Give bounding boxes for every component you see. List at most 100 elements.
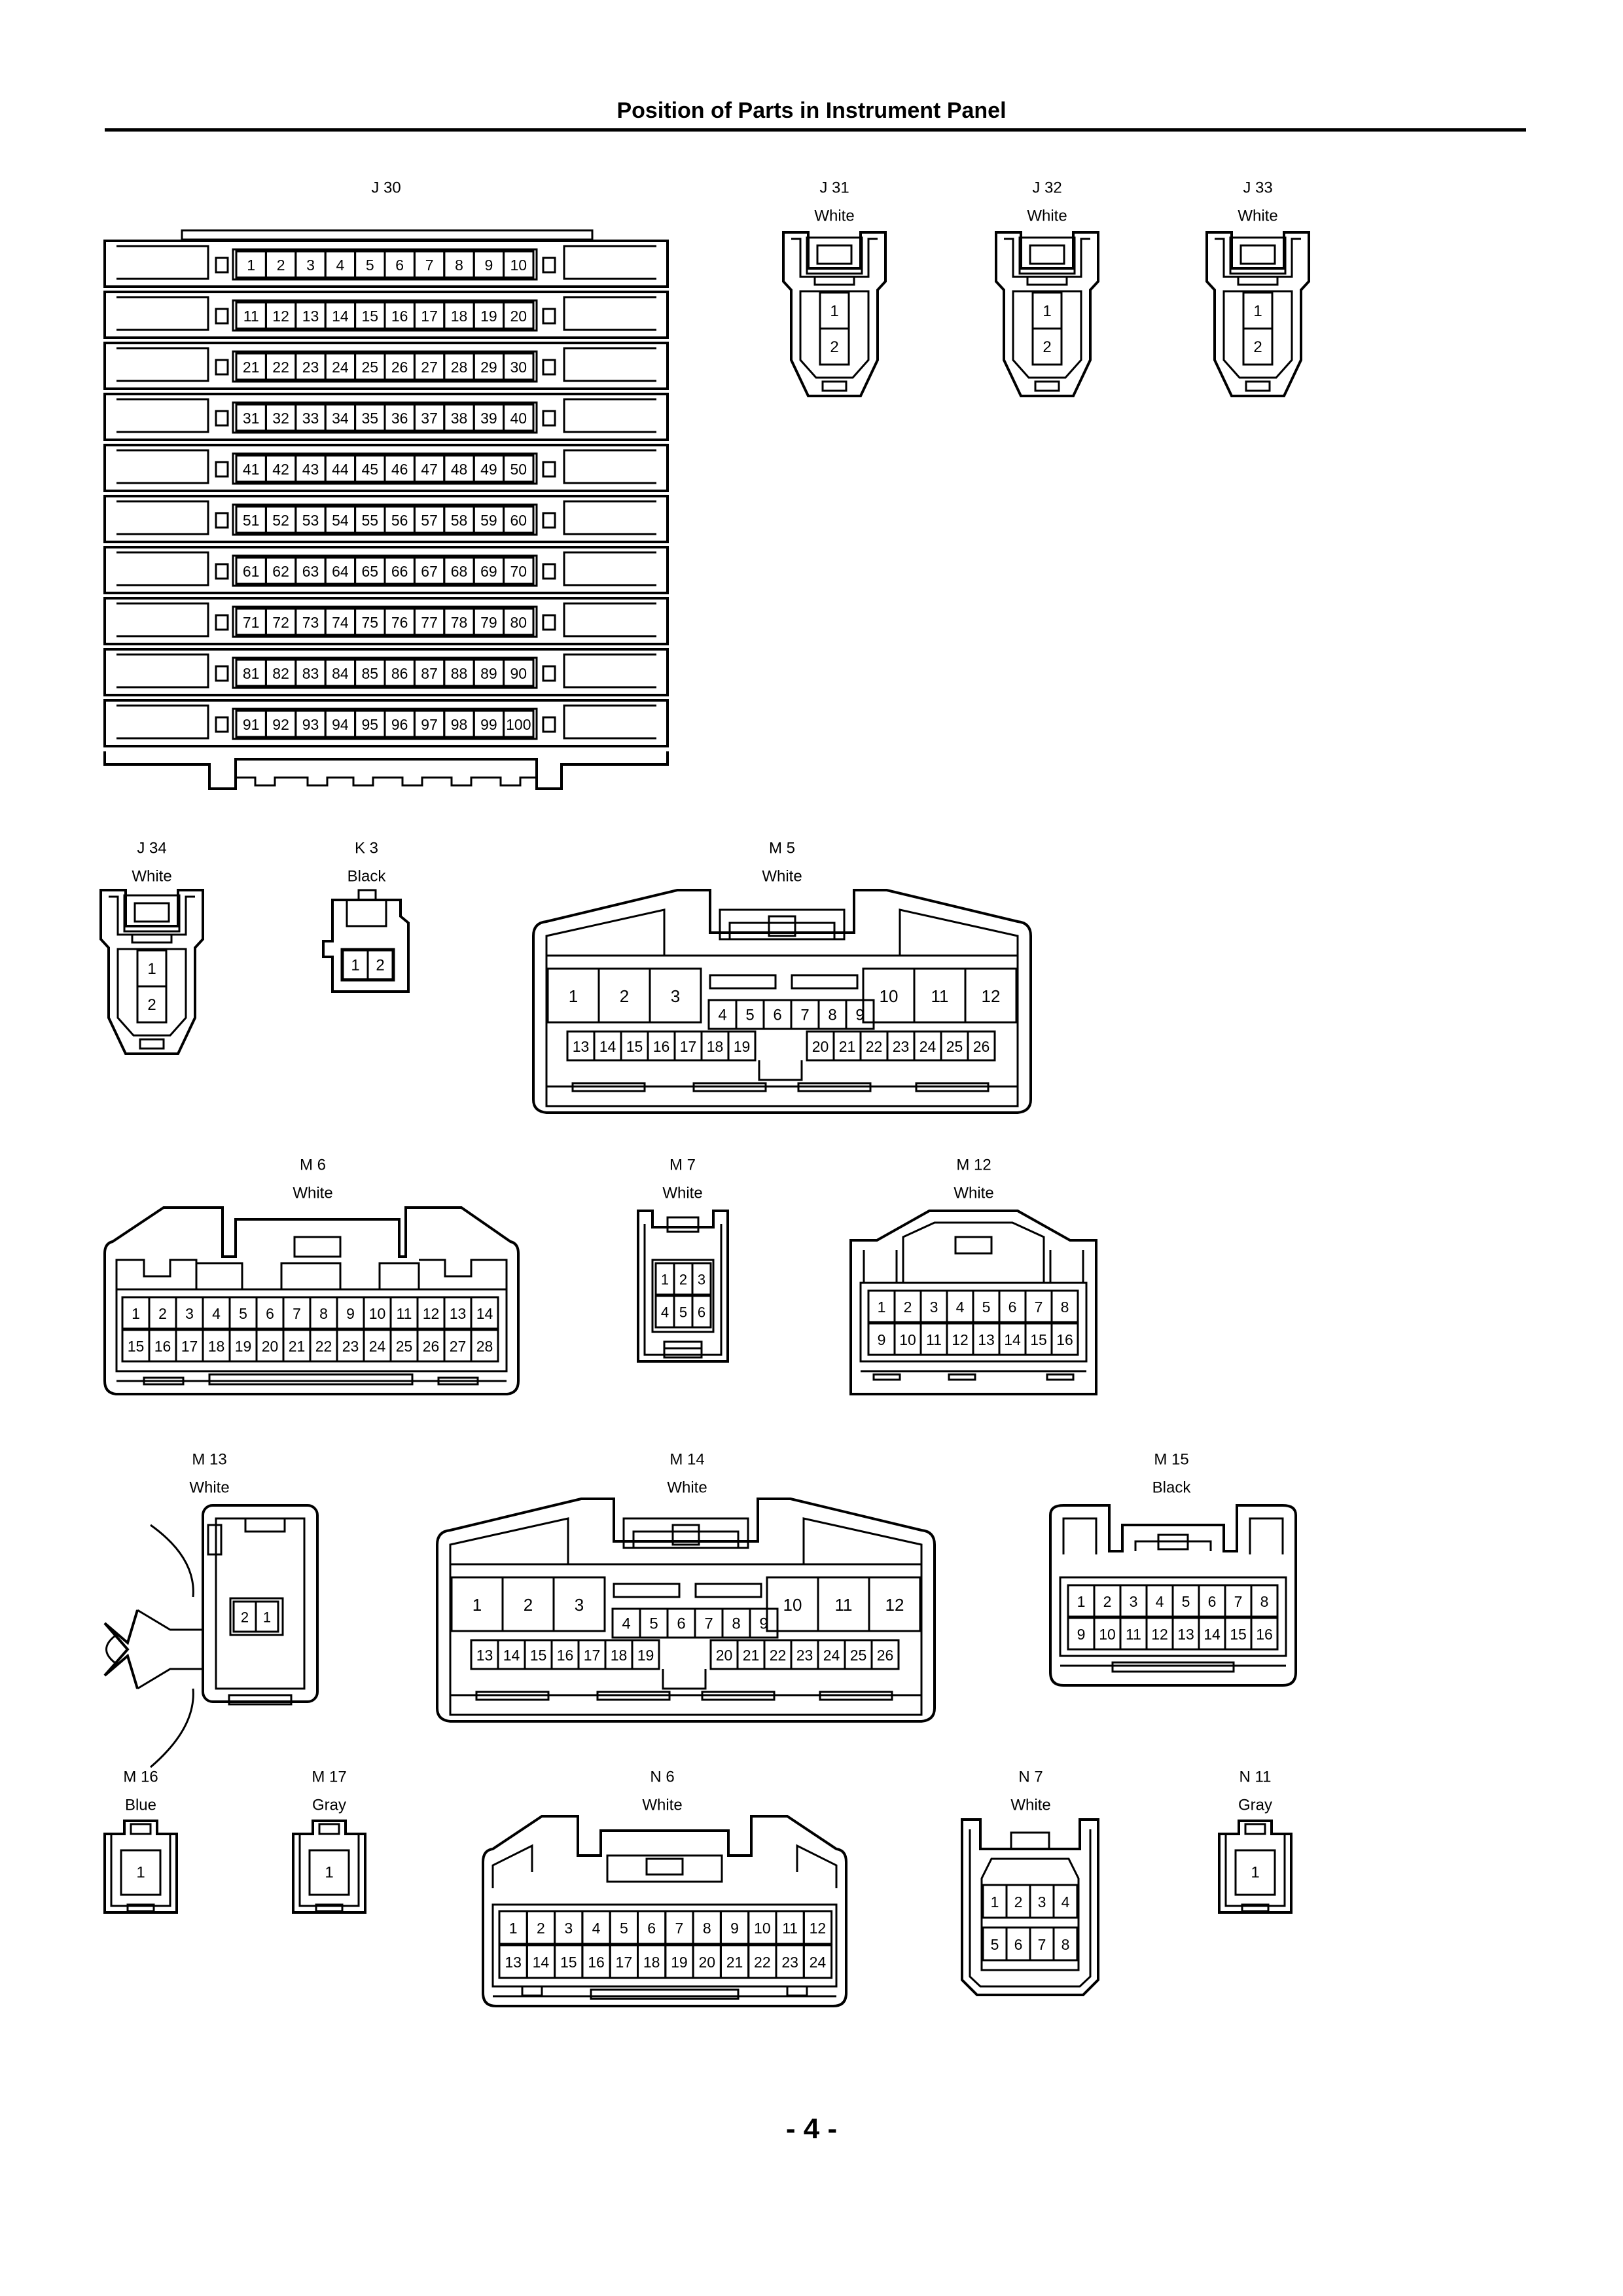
pin-number: 30 [510, 359, 527, 376]
pin-number: 6 [1008, 1299, 1017, 1316]
pin-cavity [802, 1944, 833, 1979]
pin-number: 25 [396, 1338, 413, 1355]
pin-number: 26 [877, 1647, 894, 1664]
connector-code: M 15 [1154, 1451, 1188, 1469]
pin-number: 15 [1230, 1626, 1247, 1643]
connector-code: M 13 [192, 1451, 226, 1469]
pin-cavity [1242, 327, 1274, 366]
pin-number: 47 [421, 461, 438, 478]
pin-number: 86 [391, 665, 408, 682]
pin-number: 45 [362, 461, 379, 478]
pin-cavity [503, 709, 535, 738]
connector-code: J 32 [1032, 179, 1061, 197]
connector-color: White [132, 868, 171, 886]
pin-number: 100 [506, 716, 531, 733]
pin-number: 33 [302, 410, 319, 427]
pin-number: 13 [450, 1305, 467, 1322]
pin-number: 3 [930, 1299, 938, 1316]
pin-number: 25 [850, 1647, 867, 1664]
pin-number: 42 [272, 461, 289, 478]
connector-color: Black [1152, 1479, 1192, 1497]
pin-number: 88 [451, 665, 468, 682]
pin-number: 1 [830, 302, 838, 320]
pin-number: 67 [421, 563, 438, 580]
pin-cavity [503, 658, 535, 687]
pin-number: 34 [332, 410, 349, 427]
pin-cavity [503, 505, 535, 534]
pin-number: 18 [208, 1338, 225, 1355]
pin-number: 12 [1151, 1626, 1168, 1643]
pin-number: 24 [919, 1038, 936, 1055]
pin-number: 90 [510, 665, 527, 682]
pin-number: 60 [510, 512, 527, 529]
pin-number: 11 [782, 1920, 798, 1937]
pin-cavity [649, 967, 702, 1024]
connector-color: White [954, 1185, 993, 1202]
pin-number: 12 [810, 1920, 827, 1937]
pin-cavity [870, 1639, 900, 1670]
pin-number: 8 [1061, 1936, 1070, 1953]
pin-cavity [845, 999, 875, 1030]
pin-number: 5 [620, 1920, 628, 1937]
pin-number: 2 [904, 1299, 912, 1316]
pin-number: 17 [421, 308, 438, 325]
pin-number: 37 [421, 410, 438, 427]
pin-number: 28 [451, 359, 468, 376]
pin-number: 16 [391, 308, 408, 325]
pin-number: 64 [332, 563, 349, 580]
pin-number: 2 [1103, 1593, 1112, 1610]
pin-number: 96 [391, 716, 408, 733]
pin-number: 73 [302, 614, 319, 631]
pin-number: 19 [734, 1038, 751, 1055]
connector-color: White [667, 1479, 707, 1497]
pin-number: 14 [1204, 1626, 1221, 1643]
connector-code: M 12 [956, 1157, 991, 1174]
connector-color: White [293, 1185, 332, 1202]
pin-number: 25 [362, 359, 379, 376]
connector-n11: 1 [1218, 1820, 1293, 1914]
pin-number: 2 [830, 338, 838, 356]
pin-number: 18 [451, 308, 468, 325]
pin-number: 78 [451, 614, 468, 631]
pin-cavity [749, 1607, 779, 1639]
pin-number: 23 [796, 1647, 813, 1664]
pin-number: 6 [647, 1920, 656, 1937]
pin-number: 22 [315, 1338, 332, 1355]
connector-color: White [189, 1479, 229, 1497]
pin-number: 23 [781, 1954, 798, 1971]
pin-number: 7 [293, 1305, 301, 1322]
pin-number: 8 [1061, 1299, 1069, 1316]
pin-number: 15 [560, 1954, 577, 1971]
pin-number: 27 [450, 1338, 467, 1355]
title-rule [105, 128, 1526, 132]
pin-number: 21 [726, 1954, 743, 1971]
pin-number: 7 [1035, 1299, 1043, 1316]
pin-number: 20 [812, 1038, 829, 1055]
pin-number: 11 [1126, 1626, 1141, 1643]
pin-number: 79 [480, 614, 497, 631]
pin-cavity [1250, 1584, 1279, 1618]
connector-color: Black [348, 868, 387, 886]
pin-number: 25 [946, 1038, 963, 1055]
pin-cavity [868, 1576, 921, 1632]
connector-color: White [662, 1185, 702, 1202]
pin-number: 26 [391, 359, 408, 376]
pin-number: 18 [707, 1038, 724, 1055]
pin-number: 14 [332, 308, 349, 325]
connector-color: Gray [1238, 1797, 1272, 1814]
pin-number: 14 [476, 1305, 493, 1322]
pin-number: 1 [661, 1272, 669, 1288]
pin-number: 12 [952, 1331, 969, 1348]
pin-cavity [503, 607, 535, 636]
pin-number: 57 [421, 512, 438, 529]
pin-cavity [1052, 1884, 1079, 1919]
pin-number: 23 [302, 359, 319, 376]
pin-number: 9 [878, 1331, 886, 1348]
pin-number: 11 [397, 1305, 412, 1322]
pin-number: 43 [302, 461, 319, 478]
